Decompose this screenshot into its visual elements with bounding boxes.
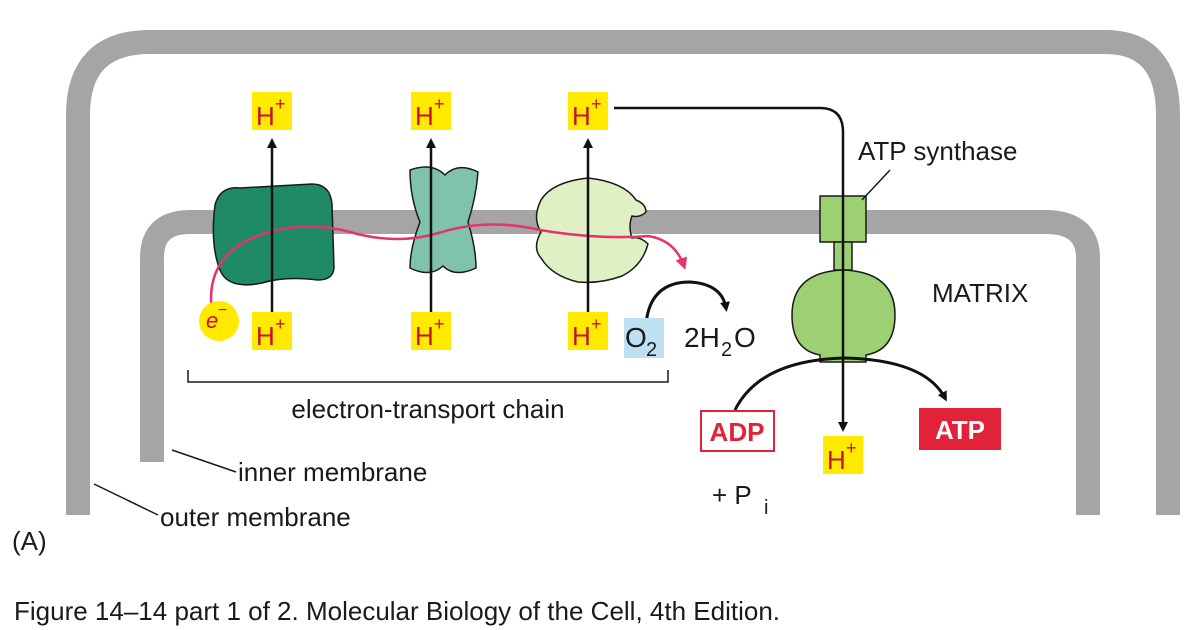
proton-top-1: H + [252, 92, 292, 131]
svg-text:ATP: ATP [935, 415, 985, 445]
phosphorylation-arc [733, 356, 947, 411]
proton-bottom-3: H + [568, 312, 608, 351]
svg-text:H: H [415, 101, 434, 131]
svg-text:H: H [572, 101, 591, 131]
svg-text:H: H [415, 321, 434, 351]
adp-label: ADP [700, 410, 775, 452]
matrix-label: MATRIX [932, 278, 1028, 308]
svg-text:2: 2 [721, 339, 732, 361]
phosphate-label: + P i [712, 480, 768, 519]
proton-bottom-1: H + [252, 312, 292, 351]
svg-text:H: H [572, 321, 591, 351]
proton-bottom-2: H + [411, 312, 451, 351]
svg-text:−: − [218, 302, 227, 319]
svg-text:i: i [764, 497, 768, 519]
proton-atp-synthase: H + [823, 436, 863, 475]
complex-2 [409, 166, 479, 274]
svg-text:+ P: + P [712, 480, 752, 510]
atp-label: ATP [919, 408, 1001, 450]
svg-text:+: + [275, 94, 286, 114]
atp-synthase-label: ATP synthase [858, 136, 1017, 166]
panel-label: (A) [12, 526, 47, 556]
electron-path [209, 223, 688, 313]
etc-label: electron-transport chain [291, 394, 564, 424]
complex-3 [535, 177, 649, 284]
figure-caption: Figure 14–14 part 1 of 2. Molecular Biol… [14, 596, 780, 626]
svg-text:O: O [625, 322, 647, 353]
svg-text:2H: 2H [684, 322, 720, 353]
oxygen-label: O 2 [624, 318, 664, 361]
outer-membrane [66, 30, 1180, 515]
atp-synthase-leader [861, 169, 891, 201]
svg-text:H: H [256, 321, 275, 351]
svg-text:+: + [275, 314, 286, 334]
inner-membrane-label: inner membrane [238, 457, 427, 487]
svg-text:+: + [434, 94, 445, 114]
electron-label: e [206, 308, 218, 333]
svg-text:H: H [827, 445, 846, 475]
outer-membrane-leader [93, 483, 159, 516]
svg-text:+: + [434, 314, 445, 334]
svg-text:ADP: ADP [710, 417, 765, 447]
complex-1 [212, 183, 335, 286]
inner-membrane-leader [171, 449, 237, 473]
svg-text:+: + [591, 314, 602, 334]
reduction-arc [644, 280, 730, 325]
proton-top-3: H + [568, 92, 608, 131]
svg-text:+: + [846, 438, 857, 458]
svg-text:2: 2 [646, 339, 657, 361]
proton-top-2: H + [411, 92, 451, 131]
outer-membrane-label: outer membrane [160, 502, 351, 532]
water-label: 2H 2 O [684, 322, 756, 361]
proton-return-arrow [614, 106, 848, 432]
svg-text:+: + [591, 94, 602, 114]
etc-bracket [187, 370, 669, 383]
svg-text:H: H [256, 101, 275, 131]
electron-marker: e − [199, 301, 239, 341]
svg-text:O: O [734, 322, 756, 353]
